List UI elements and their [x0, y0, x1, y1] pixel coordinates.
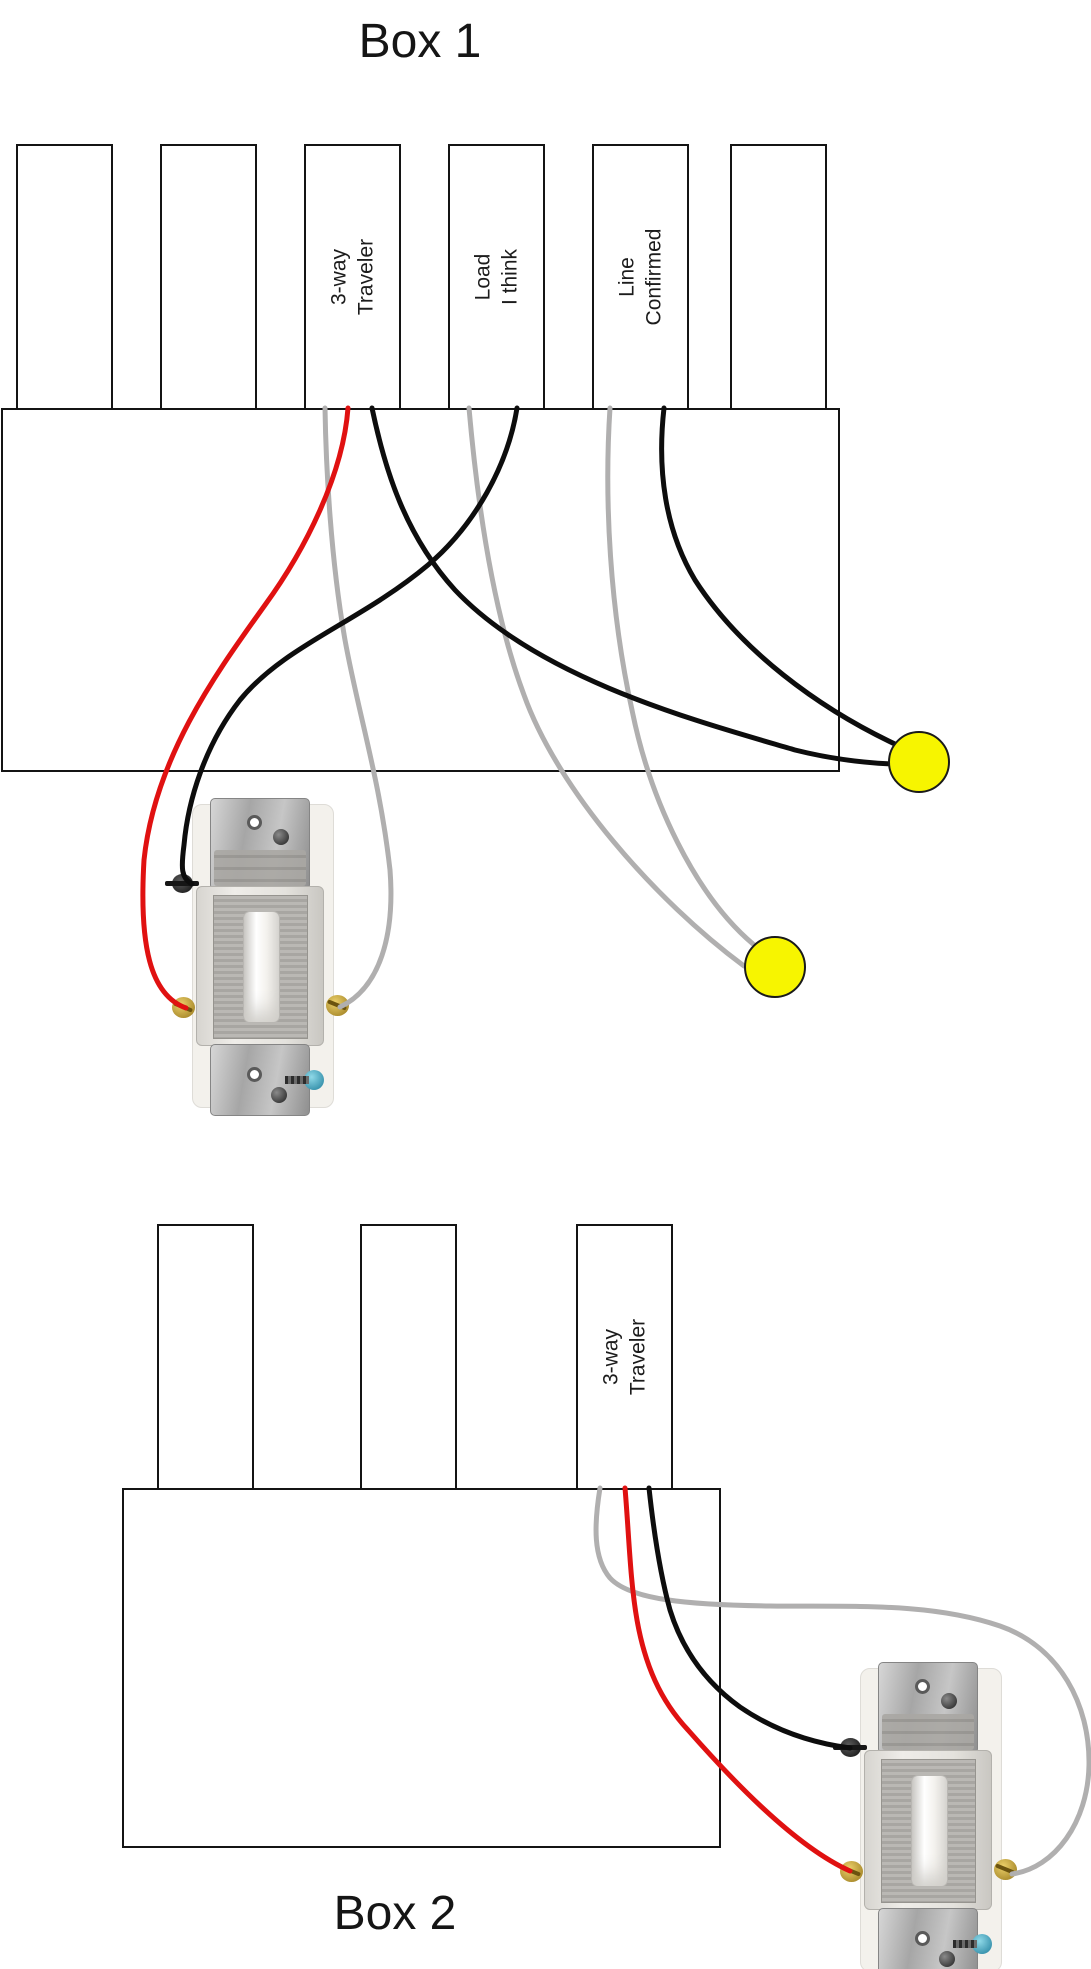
box1-cable-5-label: Line Confirmed: [613, 229, 668, 326]
switch-mounting-strap-bottom: [878, 1908, 978, 1969]
strap-screw: [939, 1951, 955, 1967]
strap-screw: [273, 829, 289, 845]
box2-cable-3-traveler: 3-way Traveler: [576, 1224, 673, 1490]
brass-terminal-screw-left: [840, 1861, 863, 1882]
box2-junction-box-outline: [122, 1488, 721, 1848]
box1-cable-4-label-line1: Load: [471, 253, 495, 301]
box1-cable-5-line: Line Confirmed: [592, 144, 689, 410]
brass-terminal-screw-right: [326, 995, 349, 1016]
box2-cable-1: [157, 1224, 254, 1490]
switch-body: [864, 1750, 992, 1910]
box1-cable-5-label-line1: Line: [615, 257, 639, 297]
box1-cable-3-traveler: 3-way Traveler: [304, 144, 401, 410]
wire-nut-1: [888, 731, 950, 793]
box1-cable-6: [730, 144, 827, 410]
switch-body: [196, 886, 324, 1046]
box1-cable-1: [16, 144, 113, 410]
ground-screw-blue: [285, 1070, 324, 1090]
strap-hole: [915, 1931, 930, 1946]
box1-cable-4-load: Load I think: [448, 144, 545, 410]
box1-title: Box 1: [358, 15, 482, 68]
switch-rating-stamp: [882, 1714, 974, 1750]
box1-cable-3-label: 3-way Traveler: [325, 239, 380, 315]
strap-screw: [271, 1087, 287, 1103]
strap-hole: [247, 815, 262, 830]
ground-screw-blue: [953, 1934, 992, 1954]
wire-nut-2: [744, 936, 806, 998]
switch-toggle: [243, 911, 280, 1023]
brass-terminal-screw-right: [994, 1859, 1017, 1880]
brass-terminal-screw-left: [172, 997, 195, 1018]
switch-toggle: [911, 1775, 948, 1887]
box1-toggle-switch-photo: [165, 798, 350, 1116]
box2-title: Box 2: [333, 1887, 457, 1940]
switch-rating-stamp: [214, 850, 306, 886]
box1-cable-4-label-line2: I think: [498, 248, 522, 306]
box2-cable-3-label: 3-way Traveler: [597, 1319, 652, 1395]
box1-cable-5-label-line2: Confirmed: [642, 228, 666, 326]
box2-cable-2: [360, 1224, 457, 1490]
black-terminal-screw: [833, 1738, 867, 1757]
box2-cable-3-label-line1: 3-way: [599, 1328, 623, 1386]
box1-cable-3-label-line2: Traveler: [354, 238, 378, 316]
box1-junction-box-outline: [1, 408, 840, 772]
strap-hole: [247, 1067, 262, 1082]
box2-cable-3-label-line2: Traveler: [626, 1318, 650, 1396]
box2-toggle-switch-photo: [833, 1662, 1018, 1969]
box1-cable-4-label: Load I think: [469, 249, 524, 305]
box1-cable-2: [160, 144, 257, 410]
strap-hole: [915, 1679, 930, 1694]
strap-screw: [941, 1693, 957, 1709]
black-terminal-screw: [165, 874, 199, 893]
box1-cable-3-label-line1: 3-way: [327, 248, 351, 306]
